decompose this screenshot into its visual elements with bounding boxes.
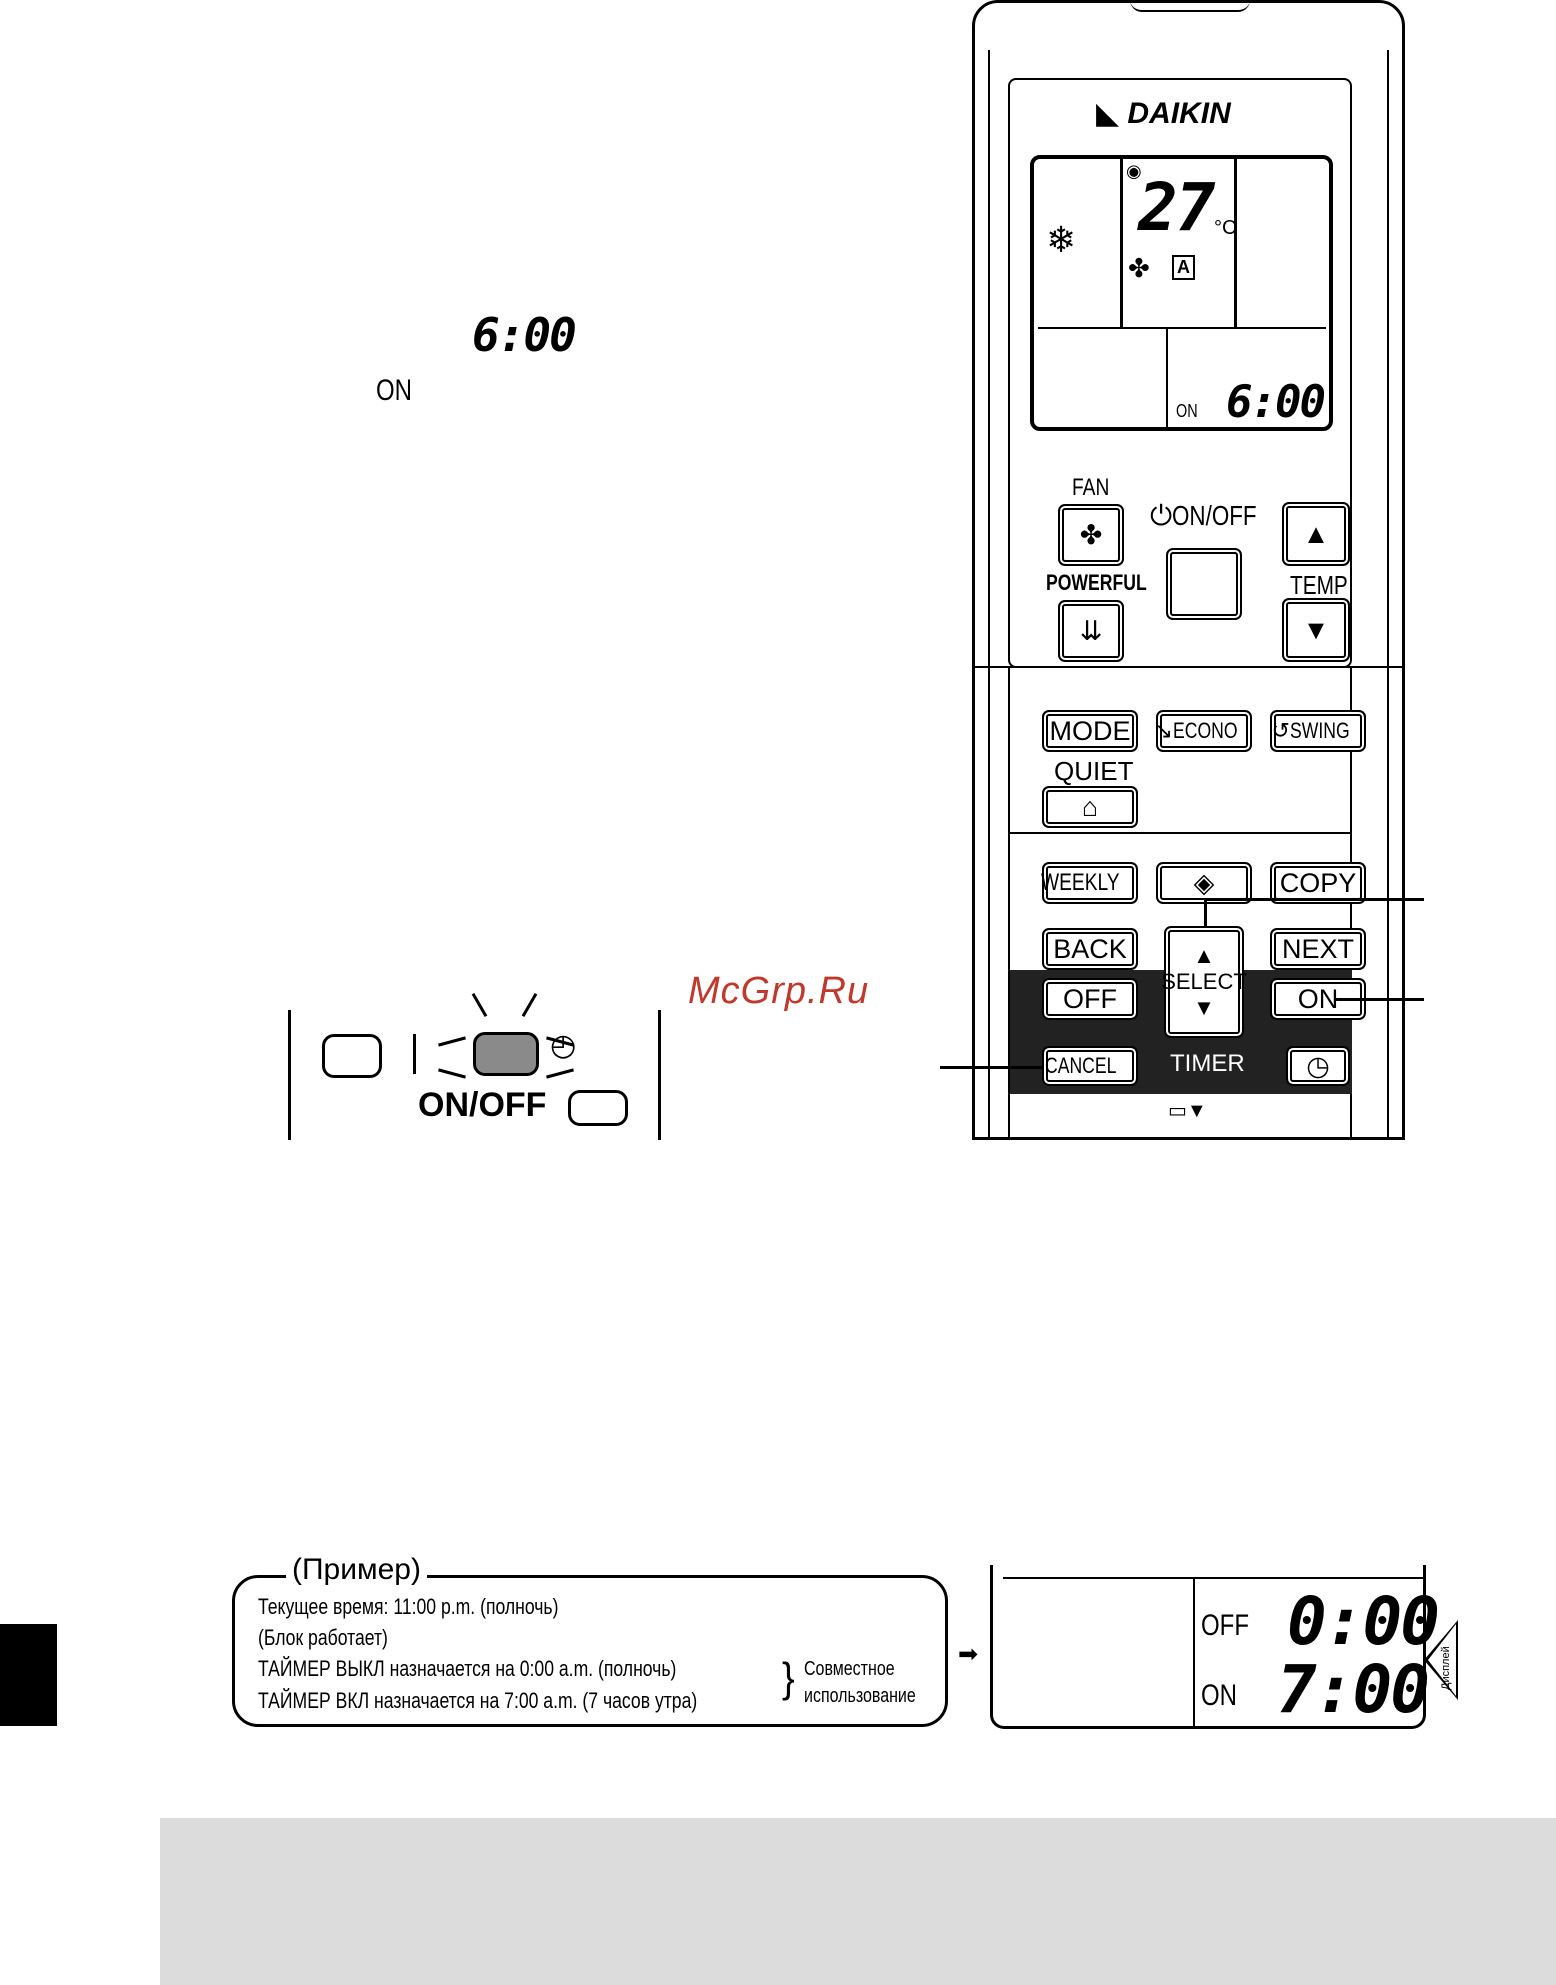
on-off-button[interactable] (1166, 548, 1242, 620)
quiet-label: QUIET (1054, 756, 1134, 786)
example-on-time: 7:00 (1277, 1651, 1430, 1728)
powerful-icon: ⇊ (1079, 615, 1103, 646)
indicator-lamp-2 (568, 1090, 628, 1126)
powerful-button[interactable]: ⇊ (1058, 600, 1124, 662)
lcd-timer-mode: ON (1176, 401, 1198, 421)
example-display: OFF 0:00 ON 7:00 (990, 1565, 1440, 1729)
select-up-icon: ▲ (1193, 943, 1215, 968)
arrow-up-icon: ▲ (1302, 518, 1330, 549)
brand-logo: ◣ DAIKIN (1096, 96, 1231, 131)
econo-button[interactable]: ↘ECONO (1154, 710, 1252, 752)
display-time: 6:00 (472, 308, 577, 362)
footer-band (160, 1818, 1556, 1985)
quiet-icon: ⌂ (1081, 791, 1099, 822)
temp-label: TEMP (1290, 570, 1348, 600)
watermark: McGrp.Ru (688, 970, 870, 1012)
arrow-right-icon: ➡ (958, 1641, 979, 1668)
fan-button[interactable]: ✤ (1058, 504, 1124, 566)
display-pointer-inner (1428, 1624, 1456, 1696)
remote-top (1130, 0, 1250, 12)
example-line-3: ТАЙМЕР ВЫКЛ назначается на 0:00 a.m. (по… (258, 1656, 677, 1681)
example-title: (Пример) (286, 1553, 427, 1587)
select-down-icon: ▼ (1193, 995, 1215, 1020)
on-off-label: ON/OFF (418, 1086, 547, 1124)
on-off-button-label: ⏻ON/OFF (1150, 500, 1257, 531)
combined-label-1: Совместное (804, 1658, 895, 1680)
remote-lcd: ❄ ◉ 27 °C ✤ A ON 6:00 (1030, 155, 1333, 431)
timer-off-button[interactable]: OFF (1042, 978, 1138, 1020)
remote-edge-right (1387, 50, 1389, 1140)
powerful-label: POWERFUL (1046, 570, 1147, 595)
program-icon: ◈ (1193, 867, 1215, 898)
cool-mode-icon: ❄ (1046, 219, 1077, 260)
temp-down-button[interactable]: ▼ (1282, 598, 1350, 662)
clock-icon: ◷ (1306, 1050, 1330, 1081)
clock-button[interactable]: ◷ (1286, 1046, 1350, 1086)
thermometer-icon: ◉ (1126, 161, 1142, 181)
example-line-1: Текущее время: 11:00 p.m. (полночь) (258, 1594, 559, 1619)
back-button[interactable]: BACK (1042, 928, 1138, 970)
brace: } (782, 1655, 795, 1703)
brand-name: DAIKIN (1127, 97, 1231, 130)
example-on-label: ON (1201, 1679, 1237, 1712)
brand-mark-icon: ◣ (1096, 97, 1120, 130)
callout-on (1334, 998, 1424, 1001)
display-on-label: ON (376, 374, 412, 407)
lcd-timer-time: 6:00 (1226, 377, 1326, 428)
mode-button[interactable]: MODE (1042, 710, 1138, 752)
indicator-lamp (322, 1034, 382, 1078)
select-button[interactable]: ▲ SELECT ▼ (1161, 926, 1247, 1038)
power-icon: ⏻ (1150, 500, 1173, 531)
lcd-unit: °C (1214, 217, 1237, 239)
example-off-label: OFF (1201, 1609, 1249, 1642)
fan-label: FAN (1072, 474, 1110, 501)
example-line-4: ТАЙМЕР ВКЛ назначается на 7:00 a.m. (7 ч… (258, 1688, 698, 1713)
section-tab (0, 1624, 57, 1726)
next-button[interactable]: NEXT (1270, 928, 1366, 970)
fan-auto-indicator: A (1172, 255, 1195, 280)
example-line-2: (Блок работает) (258, 1625, 388, 1650)
lit-lamp (473, 1032, 539, 1076)
example-off-time: 0:00 (1287, 1583, 1440, 1660)
combined-label-2: использование (804, 1685, 916, 1707)
cover-edge (972, 666, 1405, 668)
timer-icon: ◴ (550, 1029, 577, 1062)
callout-cancel (940, 1066, 1044, 1069)
arrow-down-icon: ▼ (1302, 614, 1330, 645)
copy-button[interactable]: COPY (1270, 862, 1366, 904)
fan-button-icon: ✤ (1079, 519, 1103, 550)
indoor-unit: ◴ ON/OFF (288, 992, 668, 1140)
lcd-temperature: 27 (1138, 169, 1215, 246)
timer-cancel-button[interactable]: CANCEL (1042, 1046, 1138, 1086)
callout-select-drop (1204, 898, 1207, 928)
fan-icon: ✤ (1128, 253, 1150, 283)
display-side-label: Дисплей (1440, 1646, 1452, 1690)
weekly-button[interactable]: WEEKLY (1041, 862, 1138, 904)
swing-button[interactable]: ↺SWING (1270, 710, 1366, 752)
panel-separator (1008, 832, 1352, 834)
timer-label: TIMER (1170, 1050, 1245, 1077)
battery-icon: ▭▼ (1168, 1100, 1207, 1122)
quiet-button[interactable]: ⌂ (1042, 786, 1138, 828)
econo-icon: ↘ (1154, 718, 1173, 743)
remote-edge-left (988, 50, 990, 1140)
temp-up-button[interactable]: ▲ (1282, 502, 1350, 566)
example-box (232, 1575, 948, 1727)
callout-select (1204, 898, 1424, 901)
swing-icon: ↺ (1271, 718, 1290, 743)
program-button[interactable]: ◈ (1156, 862, 1252, 904)
